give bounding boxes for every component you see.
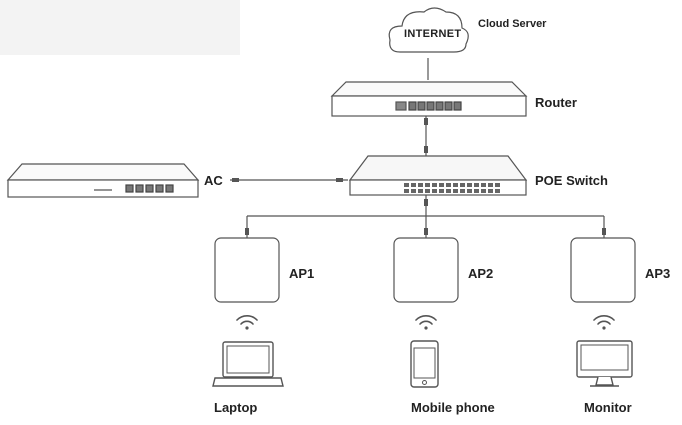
switch-ports <box>404 183 500 193</box>
switch-port <box>425 183 430 187</box>
switch-port <box>418 183 423 187</box>
ap3-device <box>570 237 636 303</box>
wifi-icon <box>593 315 615 330</box>
poe-switch-label: POE Switch <box>535 173 608 188</box>
wifi-icon <box>415 315 437 330</box>
ap2-device <box>393 237 459 303</box>
cloud-icon <box>388 7 469 53</box>
switch-port <box>481 183 486 187</box>
mobile-phone-icon <box>410 340 439 388</box>
switch-port <box>404 189 409 193</box>
switch-port <box>439 183 444 187</box>
monitor-label: Monitor <box>584 400 632 415</box>
switch-port <box>453 183 458 187</box>
switch-port <box>474 189 479 193</box>
ap1-device <box>214 237 280 303</box>
switch-port <box>460 183 465 187</box>
cloud-label: INTERNET <box>404 28 462 40</box>
ap3-label: AP3 <box>645 266 671 281</box>
switch-port <box>446 183 451 187</box>
switch-port <box>404 183 409 187</box>
router-device <box>330 81 528 117</box>
wifi-icon <box>236 315 258 330</box>
ac-label: AC <box>204 173 223 188</box>
switch-port <box>495 183 500 187</box>
switch-port <box>432 183 437 187</box>
switch-port <box>411 183 416 187</box>
switch-port <box>439 189 444 193</box>
switch-port <box>481 189 486 193</box>
ap1-label: AP1 <box>289 266 315 281</box>
switch-port <box>495 189 500 193</box>
cloud-server-caption: Cloud Server <box>478 18 547 30</box>
switch-port <box>411 189 416 193</box>
background-shade <box>0 0 240 55</box>
switch-port <box>446 189 451 193</box>
monitor-icon <box>576 340 633 387</box>
router-label: Router <box>535 95 577 110</box>
switch-port <box>418 189 423 193</box>
switch-port <box>467 189 472 193</box>
switch-port <box>453 189 458 193</box>
switch-port <box>488 189 493 193</box>
switch-port <box>425 189 430 193</box>
ap2-label: AP2 <box>468 266 494 281</box>
laptop-icon <box>212 341 284 387</box>
switch-port <box>474 183 479 187</box>
switch-port <box>460 189 465 193</box>
switch-port <box>488 183 493 187</box>
ac-device <box>6 163 200 198</box>
mobile-phone-label: Mobile phone <box>411 400 495 415</box>
switch-port <box>467 183 472 187</box>
laptop-label: Laptop <box>214 400 258 415</box>
switch-port <box>432 189 437 193</box>
